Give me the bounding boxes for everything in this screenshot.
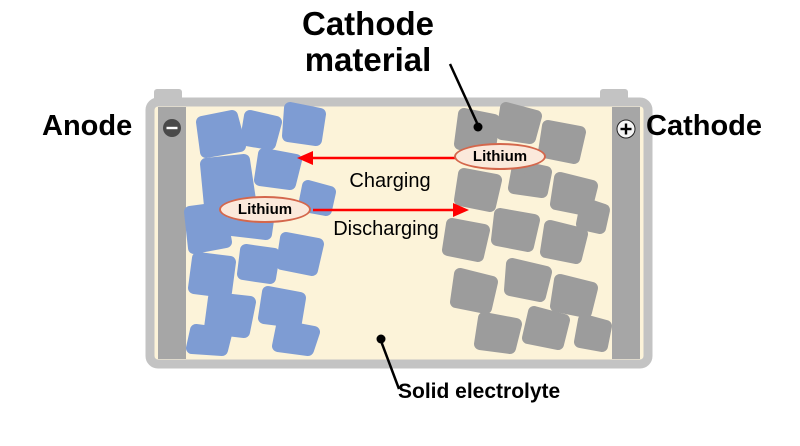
anode-particle bbox=[240, 110, 282, 150]
lithium-label: Lithium bbox=[472, 148, 528, 165]
cathode-particle bbox=[508, 160, 552, 198]
cathode-particle bbox=[550, 274, 598, 318]
anode-particle bbox=[282, 102, 326, 146]
anode-particle bbox=[204, 292, 256, 338]
cathode-label: Cathode bbox=[646, 110, 762, 142]
lithium-ion-badge-left: Lithium bbox=[219, 196, 311, 223]
anode-particle bbox=[254, 148, 302, 190]
anode-particle bbox=[258, 286, 306, 328]
solid-electrolyte-pointer-dot bbox=[376, 334, 386, 344]
discharging-arrow bbox=[313, 203, 469, 217]
cathode-particle bbox=[496, 102, 542, 144]
anode-particle bbox=[272, 320, 320, 356]
cathode-electrode-bar bbox=[612, 107, 640, 359]
plus-circle-icon bbox=[616, 119, 636, 139]
cathode-particle bbox=[491, 208, 540, 252]
discharging-label: Discharging bbox=[333, 218, 439, 240]
charging-arrow bbox=[297, 151, 456, 165]
cathode-particle bbox=[574, 314, 612, 352]
cathode-particle bbox=[522, 306, 570, 350]
anode-particle bbox=[186, 324, 232, 356]
cathode-material-leader-line bbox=[448, 63, 483, 132]
cathode-particle bbox=[504, 258, 552, 302]
anode-particles bbox=[184, 102, 336, 356]
charging-label: Charging bbox=[349, 170, 431, 192]
cathode-particles bbox=[442, 102, 612, 354]
anode-particle bbox=[237, 244, 280, 284]
anode-particle bbox=[276, 232, 324, 276]
cathode-particle bbox=[442, 218, 490, 262]
anode-label: Anode bbox=[42, 110, 133, 142]
cathode-particle bbox=[576, 198, 610, 234]
minus-circle-icon bbox=[163, 119, 181, 137]
anode-particle bbox=[184, 202, 232, 254]
anode-particle bbox=[188, 252, 236, 298]
cathode-material-label: Cathode material bbox=[302, 5, 434, 78]
cathode-particle bbox=[454, 168, 502, 212]
cathode-material-pointer-dot bbox=[473, 122, 483, 132]
lithium-ion-badge-right: Lithium bbox=[454, 143, 546, 170]
solid-electrolyte-leader-line bbox=[376, 334, 401, 390]
cathode-particle bbox=[474, 312, 522, 354]
cathode-particle bbox=[538, 120, 586, 164]
anode-particle bbox=[196, 110, 246, 158]
lithium-label: Lithium bbox=[237, 201, 293, 218]
solid-electrolyte-label: Solid electrolyte bbox=[398, 380, 561, 403]
anode-electrode-bar bbox=[158, 107, 186, 359]
cathode-particle bbox=[540, 220, 588, 264]
cathode-particle bbox=[450, 268, 498, 314]
